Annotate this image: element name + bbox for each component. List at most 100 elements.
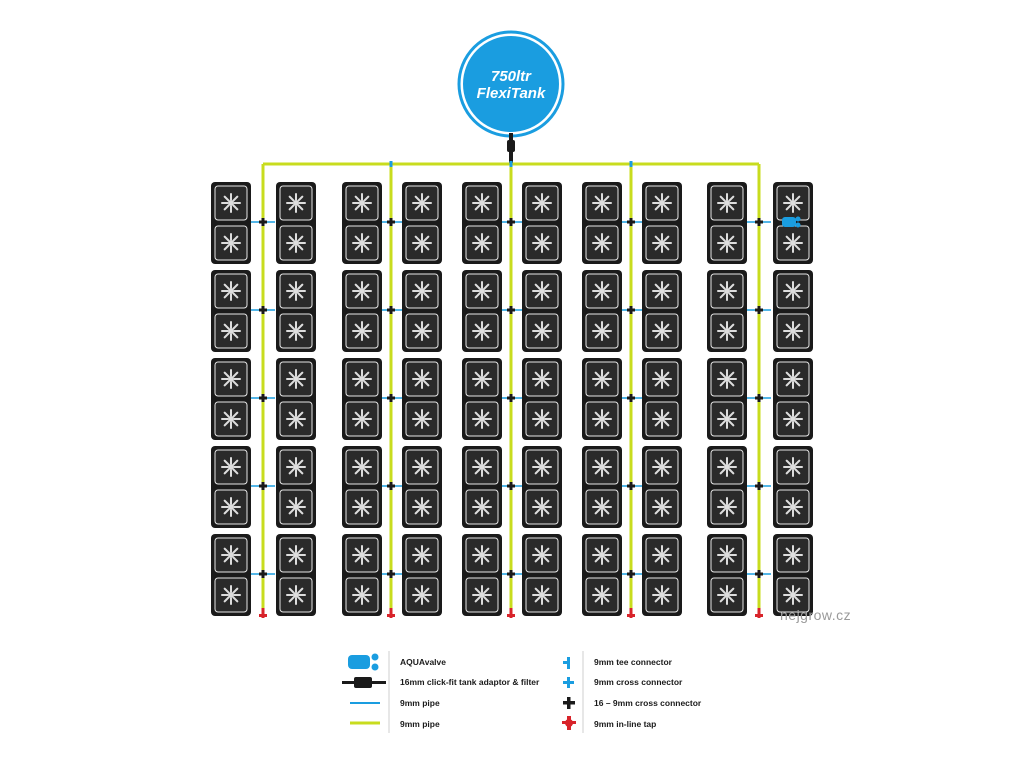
tee-connector	[509, 161, 513, 167]
pot-lid-icon	[286, 409, 306, 429]
pot-lid-icon	[472, 369, 492, 389]
legend: AQUAvalve 16mm click-fit tank adaptor & …	[342, 651, 702, 733]
tee-connector-icon	[563, 657, 570, 669]
pot-tray	[276, 358, 316, 440]
legend-label-tee: 9mm tee connector	[594, 657, 673, 667]
legend-label-aquavalve: AQUAvalve	[400, 657, 446, 667]
pot-tray	[707, 358, 747, 440]
pot-lid-icon	[783, 545, 803, 565]
pot-lid-icon	[532, 585, 552, 605]
cross-connector-16-9	[755, 306, 763, 314]
cross-connector-16-9	[755, 218, 763, 226]
pot-tray	[522, 270, 562, 352]
pot-tray	[276, 182, 316, 264]
inline-tap	[627, 608, 635, 618]
pot-tray	[582, 182, 622, 264]
pot-lid-icon	[472, 545, 492, 565]
pot-tray	[211, 358, 251, 440]
pot-lid-icon	[532, 321, 552, 341]
pot-lid-icon	[472, 409, 492, 429]
cross-connector-16-9	[507, 570, 515, 578]
pot-tray	[276, 270, 316, 352]
cross-connector-16-9	[507, 306, 515, 314]
pot-lid-icon	[412, 281, 432, 301]
pot-tray	[642, 358, 682, 440]
pot-lid-icon	[717, 585, 737, 605]
pot-lid-icon	[592, 545, 612, 565]
pot-tray	[402, 270, 442, 352]
pot-lid-icon	[286, 585, 306, 605]
pot-lid-icon	[412, 457, 432, 477]
pot-tray	[707, 534, 747, 616]
tank-label-line2: FlexiTank	[477, 85, 546, 102]
connectors	[259, 161, 763, 618]
pot-tray	[707, 270, 747, 352]
pot-tray	[773, 534, 813, 616]
tank-adaptor-filter-icon	[342, 677, 386, 688]
pot-tray	[773, 446, 813, 528]
flexitank: 750ltr FlexiTank	[457, 30, 565, 138]
pot-lid-icon	[221, 233, 241, 253]
pot-lid-icon	[532, 281, 552, 301]
pot-lid-icon	[652, 457, 672, 477]
legend-label-tap: 9mm in-line tap	[594, 719, 656, 729]
cross-connector-16-9	[387, 570, 395, 578]
pot-lid-icon	[472, 193, 492, 213]
pot-lid-icon	[352, 321, 372, 341]
legend-label-9mm-pipe-blue: 9mm pipe	[400, 698, 440, 708]
pot-tray	[582, 446, 622, 528]
pot-lid-icon	[286, 321, 306, 341]
pot-lid-icon	[352, 281, 372, 301]
pipework	[251, 162, 771, 612]
pot-tray	[462, 534, 502, 616]
cross-connector-16-9	[627, 570, 635, 578]
pot-lid-icon	[652, 497, 672, 517]
pot-tray	[522, 358, 562, 440]
pot-lid-icon	[592, 585, 612, 605]
pot-lid-icon	[532, 193, 552, 213]
cross-connector-16-9	[755, 394, 763, 402]
pot-lid-icon	[652, 545, 672, 565]
pot-lid-icon	[783, 321, 803, 341]
pot-lid-icon	[717, 281, 737, 301]
pot-lid-icon	[783, 281, 803, 301]
pot-tray	[402, 534, 442, 616]
pot-lid-icon	[652, 585, 672, 605]
pot-lid-icon	[352, 233, 372, 253]
pot-lid-icon	[717, 545, 737, 565]
pot-tray	[522, 534, 562, 616]
pot-lid-icon	[286, 457, 306, 477]
pot-lid-icon	[472, 281, 492, 301]
pot-lid-icon	[532, 409, 552, 429]
pot-tray	[642, 446, 682, 528]
inline-tap	[755, 608, 763, 618]
pot-tray	[522, 182, 562, 264]
pot-lid-icon	[783, 457, 803, 477]
pot-lid-icon	[221, 497, 241, 517]
tank-adaptor-filter	[507, 133, 515, 165]
pot-lid-icon	[412, 369, 432, 389]
pot-lid-icon	[221, 321, 241, 341]
pot-tray	[773, 358, 813, 440]
pot-lid-icon	[221, 281, 241, 301]
cross-connector-black-icon	[563, 697, 575, 709]
pot-tray	[642, 270, 682, 352]
pot-lid-icon	[717, 193, 737, 213]
cross-connector-16-9	[627, 482, 635, 490]
legend-label-cross-black: 16 – 9mm cross connector	[594, 698, 702, 708]
pot-tray	[642, 182, 682, 264]
pot-lid-icon	[352, 409, 372, 429]
pot-lid-icon	[592, 281, 612, 301]
aquavalve	[782, 216, 801, 228]
pot-tray	[342, 270, 382, 352]
pot-lid-icon	[652, 321, 672, 341]
pot-tray	[211, 270, 251, 352]
pot-lid-icon	[352, 457, 372, 477]
pot-lid-icon	[592, 369, 612, 389]
pot-lid-icon	[717, 321, 737, 341]
pot-lid-icon	[412, 193, 432, 213]
pot-tray	[276, 534, 316, 616]
pot-lid-icon	[352, 585, 372, 605]
pot-lid-icon	[472, 585, 492, 605]
